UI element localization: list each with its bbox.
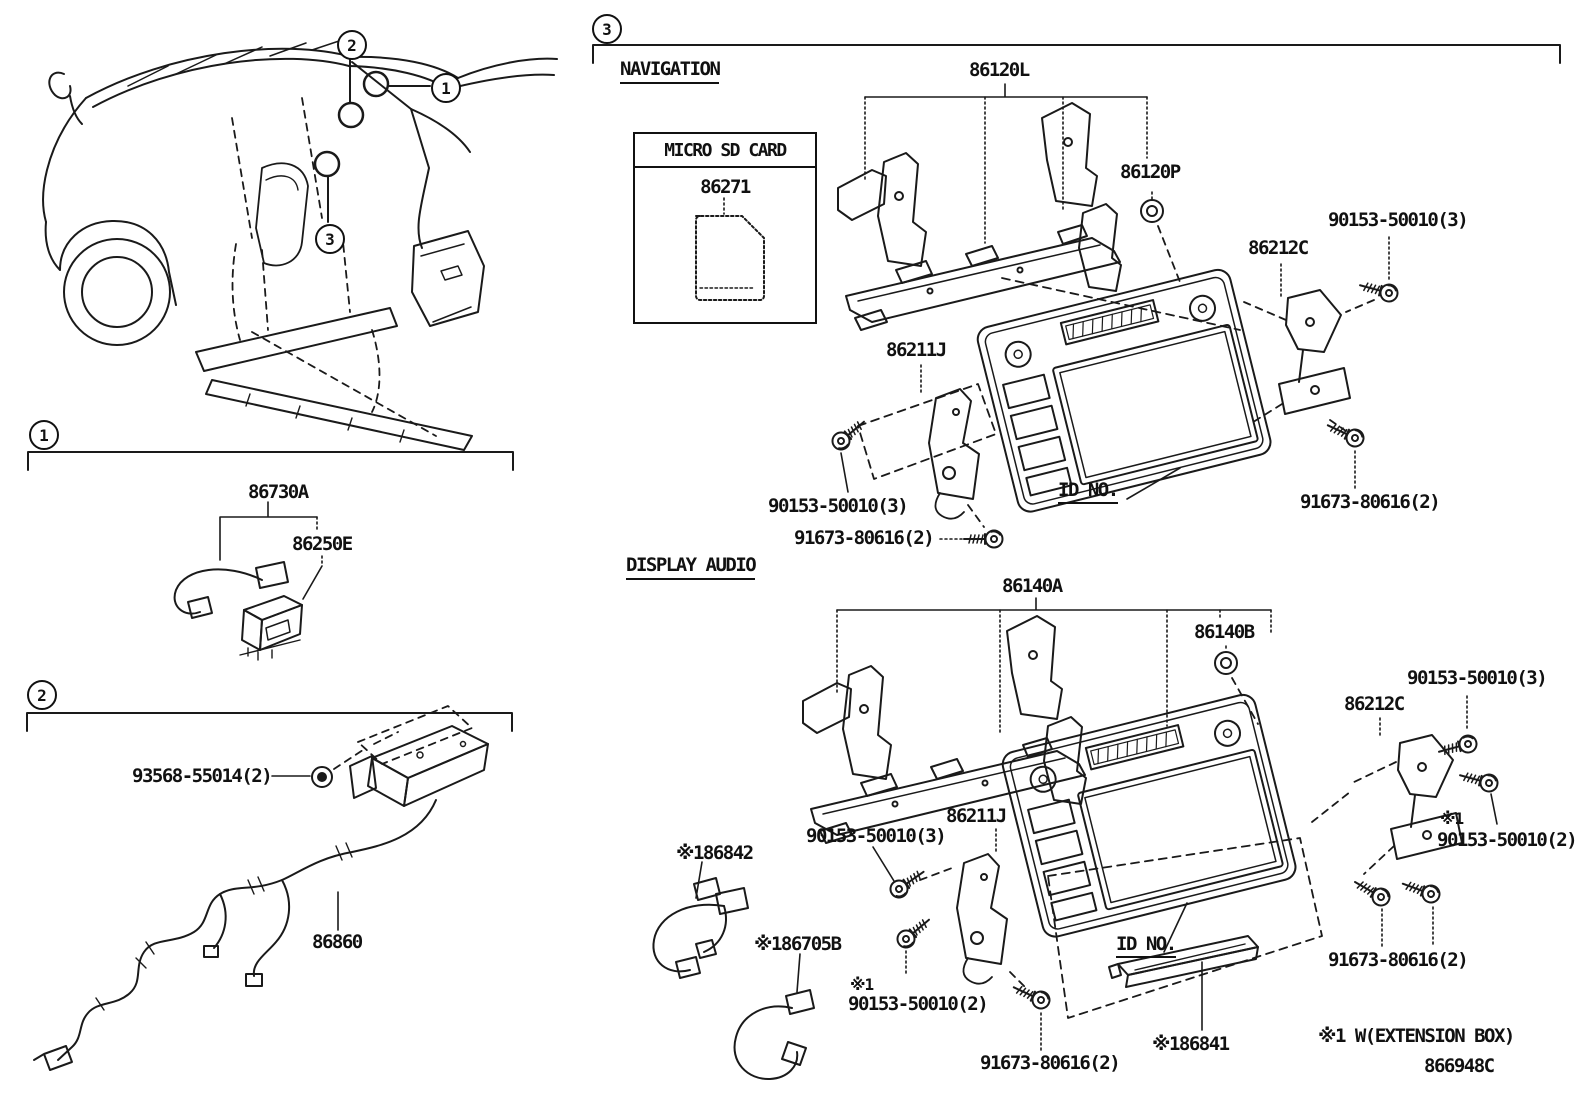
part-label-93568-55014-2: 93568-55014(2) bbox=[132, 765, 273, 787]
section1-bracket-line bbox=[27, 451, 514, 471]
micro-sd-card-title: MICRO SD CARD bbox=[635, 134, 815, 168]
bracket-86211J-nav bbox=[928, 388, 980, 520]
car-callout-2: 2 bbox=[337, 30, 367, 60]
part-label-86271: 86271 bbox=[700, 176, 751, 198]
part-label-86211J-nav: 86211J bbox=[886, 339, 947, 361]
id-no-label-da: ID NO. bbox=[1116, 935, 1177, 958]
section2-bracket-line bbox=[26, 712, 513, 732]
screw-icon bbox=[1356, 276, 1401, 305]
mounting-bracket-86120L bbox=[837, 102, 1122, 331]
cable-86842 bbox=[652, 861, 749, 979]
idno-leader-nav bbox=[1126, 467, 1181, 500]
part-label-86730A: 86730A bbox=[248, 481, 309, 503]
screw-icon bbox=[1323, 416, 1368, 451]
section3-number: 3 bbox=[592, 14, 622, 44]
section1-number: 1 bbox=[29, 420, 59, 450]
micro-sd-card-box: MICRO SD CARD 86271 bbox=[633, 132, 817, 324]
part-label-86705B: ※186705B bbox=[754, 933, 842, 955]
part-label-90153-50010-2-da-right: 90153-50010(2) bbox=[1437, 829, 1578, 851]
part-label-86140A: 86140A bbox=[1002, 575, 1063, 597]
extension-box-86841 bbox=[1108, 935, 1259, 1031]
ref-mark-da-left: ※1 bbox=[850, 975, 874, 994]
section3-navigation-diagram bbox=[592, 44, 1561, 549]
screw-icon bbox=[1009, 978, 1054, 1013]
part-label-86842: ※186842 bbox=[676, 842, 754, 864]
car-callout-3: 3 bbox=[315, 224, 345, 254]
part-label-86250E: 86250E bbox=[292, 533, 353, 555]
display-audio-head-unit bbox=[999, 691, 1300, 941]
harness-86860 bbox=[33, 799, 437, 1071]
module-86250E bbox=[239, 595, 303, 661]
part-label-91673-80616-2-nav-left: 91673-80616(2) bbox=[794, 527, 935, 549]
part-label-90153-50010-3-nav-left: 90153-50010(3) bbox=[768, 495, 909, 517]
cable-86730A bbox=[173, 561, 289, 619]
part-label-86212C-da: 86212C bbox=[1344, 693, 1405, 715]
nut-86140B bbox=[1214, 651, 1238, 675]
bracket-86211J-da bbox=[956, 853, 1008, 985]
callout-number: 1 bbox=[441, 78, 451, 98]
section3-bracket-line bbox=[592, 44, 1561, 64]
part-label-91673-80616-2-bottom-mid: 91673-80616(2) bbox=[980, 1052, 1121, 1074]
section1-diagram bbox=[27, 451, 514, 661]
part-label-86120L: 86120L bbox=[969, 59, 1030, 81]
nut-86120P bbox=[1140, 199, 1164, 223]
antenna-module-86860 bbox=[349, 725, 489, 807]
sd-card-icon bbox=[695, 215, 765, 301]
bracket-86212C-nav bbox=[1278, 289, 1351, 415]
screw-icon bbox=[893, 912, 936, 952]
grommet-93568 bbox=[311, 766, 333, 788]
id-no-label-nav: ID NO. bbox=[1058, 481, 1119, 504]
part-label-86841: ※186841 bbox=[1152, 1033, 1230, 1055]
screw-icon bbox=[1456, 766, 1501, 795]
part-label-86211J-da: 86211J bbox=[946, 805, 1007, 827]
part-label-86860: 86860 bbox=[312, 931, 363, 953]
mounting-bracket-86140A bbox=[802, 615, 1087, 844]
callout-number: 1 bbox=[39, 425, 49, 445]
screw-icon bbox=[828, 414, 871, 454]
section2-diagram bbox=[26, 705, 513, 1071]
part-label-90153-50010-2-da-left: 90153-50010(2) bbox=[848, 993, 989, 1015]
screw-icon bbox=[1349, 873, 1394, 910]
part-label-90153-50010-3-nav-right: 90153-50010(3) bbox=[1328, 209, 1469, 231]
car-location-sketch bbox=[42, 39, 558, 451]
navigation-head-unit bbox=[974, 266, 1275, 516]
part-label-90153-50010-3-da-right: 90153-50010(3) bbox=[1407, 667, 1548, 689]
idno-leader-da bbox=[1163, 902, 1188, 953]
callout-number: 3 bbox=[602, 19, 612, 39]
part-label-86140B: 86140B bbox=[1194, 621, 1255, 643]
section2-number: 2 bbox=[27, 680, 57, 710]
display-audio-heading: DISPLAY AUDIO bbox=[626, 556, 757, 580]
extension-box-outline bbox=[1047, 837, 1323, 1019]
footnote-extension-box: ※1 W(EXTENSION BOX) bbox=[1318, 1025, 1515, 1047]
screw-icon bbox=[886, 863, 930, 902]
part-label-90153-50010-3-da-mid: 90153-50010(3) bbox=[806, 825, 947, 847]
cable-86705B bbox=[733, 953, 815, 1081]
screw-icon bbox=[1398, 874, 1443, 906]
navigation-heading: NAVIGATION bbox=[620, 60, 721, 84]
drawing-number: 866948C bbox=[1424, 1055, 1495, 1077]
part-label-86120P: 86120P bbox=[1120, 161, 1181, 183]
car-callout-1: 1 bbox=[431, 73, 461, 103]
ref-mark-da-right: ※1 bbox=[1440, 809, 1464, 828]
callout-number: 3 bbox=[325, 229, 335, 249]
section3-display-audio-diagram bbox=[652, 597, 1501, 1081]
callout-number: 2 bbox=[347, 35, 357, 55]
location-markers bbox=[313, 56, 431, 223]
part-label-91673-80616-2-nav-right: 91673-80616(2) bbox=[1300, 491, 1441, 513]
callout-number: 2 bbox=[37, 685, 47, 705]
part-label-91673-80616-2-da-right: 91673-80616(2) bbox=[1328, 949, 1469, 971]
part-label-86212C-nav: 86212C bbox=[1248, 237, 1309, 259]
